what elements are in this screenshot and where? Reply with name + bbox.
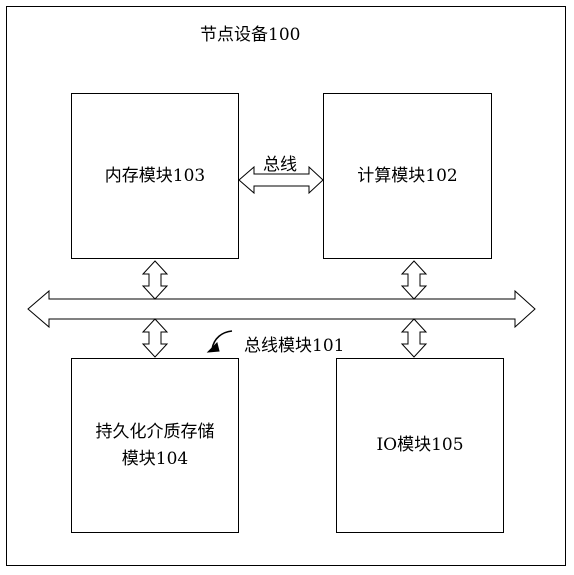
device-title: 节点设备100 [200,25,301,45]
persistent-storage-module-box: 持久化介质存储 模块104 [71,358,239,533]
device-frame [6,6,566,566]
bus-label-pointer [211,330,233,350]
bus-persistent-vertical-arrow [141,318,169,358]
memory-module-label: 内存模块103 [104,165,206,186]
bus-module-arrow [27,289,536,329]
bus-label-pointer-head [206,342,220,353]
memory-bus-vertical-arrow [141,260,169,300]
io-module-label: IO模块105 [376,435,464,456]
bus-io-vertical-arrow [400,318,428,358]
persistent-storage-label-line1: 持久化介质存储 [95,422,215,443]
memory-module-box: 内存模块103 [71,93,239,259]
compute-bus-vertical-arrow [400,260,428,300]
io-module-box: IO模块105 [336,358,504,533]
persistent-storage-label-line2: 模块104 [121,448,189,469]
compute-module-box: 计算模块102 [323,93,492,259]
bus-label: 总线 [263,155,297,175]
bus-double-arrow [238,165,324,195]
compute-module-label: 计算模块102 [357,165,458,186]
bus-module-label: 总线模块101 [244,336,345,356]
